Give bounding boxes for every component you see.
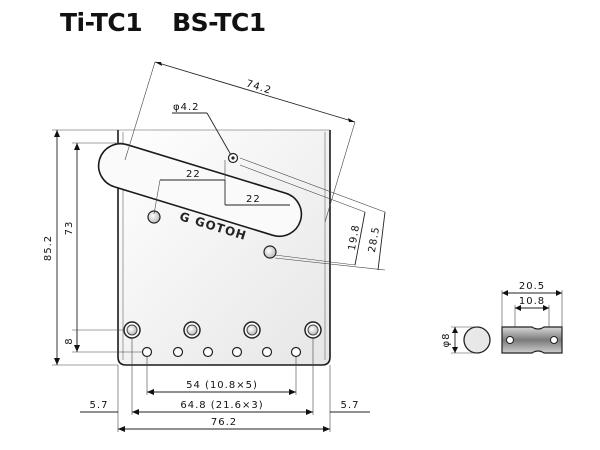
string-hole-3: [202, 346, 214, 358]
string-hole-5: [261, 346, 273, 358]
saddle-body: [501, 326, 563, 354]
dim-saddle-inner-length: 10.8: [519, 296, 545, 307]
dim-height-bottom: 8: [64, 337, 75, 344]
saddle-screw-left: [506, 336, 514, 344]
dimension-labels: 74.2 φ4.2 22 22 19.8 28.5 85.2 73 8 54 (…: [43, 79, 382, 428]
dim-saddle-length: 20.5: [519, 281, 545, 292]
bridge-plate: G GOTOH: [97, 129, 331, 366]
dim-height-total: 85.2: [43, 235, 54, 261]
mount-hole-right: [263, 245, 277, 259]
dim-hole-span: 54 (10.8×5): [186, 380, 258, 391]
dim-height-inner: 73: [64, 221, 75, 236]
dim-slot-spacing-1: 22: [186, 169, 201, 180]
dim-mount-span: 64.8 (21.6×3): [180, 400, 263, 411]
string-hole-row: [141, 346, 302, 358]
saddle-screw-right: [550, 336, 558, 344]
dim-margin-right: 5.7: [341, 400, 360, 411]
mount-hole-left: [147, 210, 161, 224]
page-title: Ti-TC1 BS-TC1: [60, 4, 266, 40]
saddle-end-view: φ8: [441, 326, 491, 354]
saddle-side-view: 20.5 10.8: [501, 281, 563, 354]
dim-saddle-diameter: φ8: [441, 333, 452, 348]
saddle-screw-row: [123, 321, 322, 339]
pickup-slot: [97, 142, 303, 238]
string-hole-2: [172, 346, 184, 358]
dim-total-width: 76.2: [211, 417, 237, 428]
string-hole-1: [141, 346, 153, 358]
dim-diagonal-width: 74.2: [245, 79, 273, 97]
dim-margin-left: 5.7: [90, 400, 109, 411]
dim-slot-spacing-2: 22: [246, 194, 261, 205]
dim-offset-large: 28.5: [367, 226, 382, 254]
string-hole-4: [231, 346, 243, 358]
model-name-ti-tc1: Ti-TC1: [60, 7, 143, 37]
string-hole-6: [290, 346, 302, 358]
dimension-lines: [52, 61, 386, 432]
saddle-end-circle: [463, 326, 491, 354]
model-name-bs-tc1: BS-TC1: [172, 7, 266, 37]
dim-hole-diameter: φ4.2: [173, 102, 200, 113]
dim-offset-small: 19.8: [347, 224, 362, 252]
